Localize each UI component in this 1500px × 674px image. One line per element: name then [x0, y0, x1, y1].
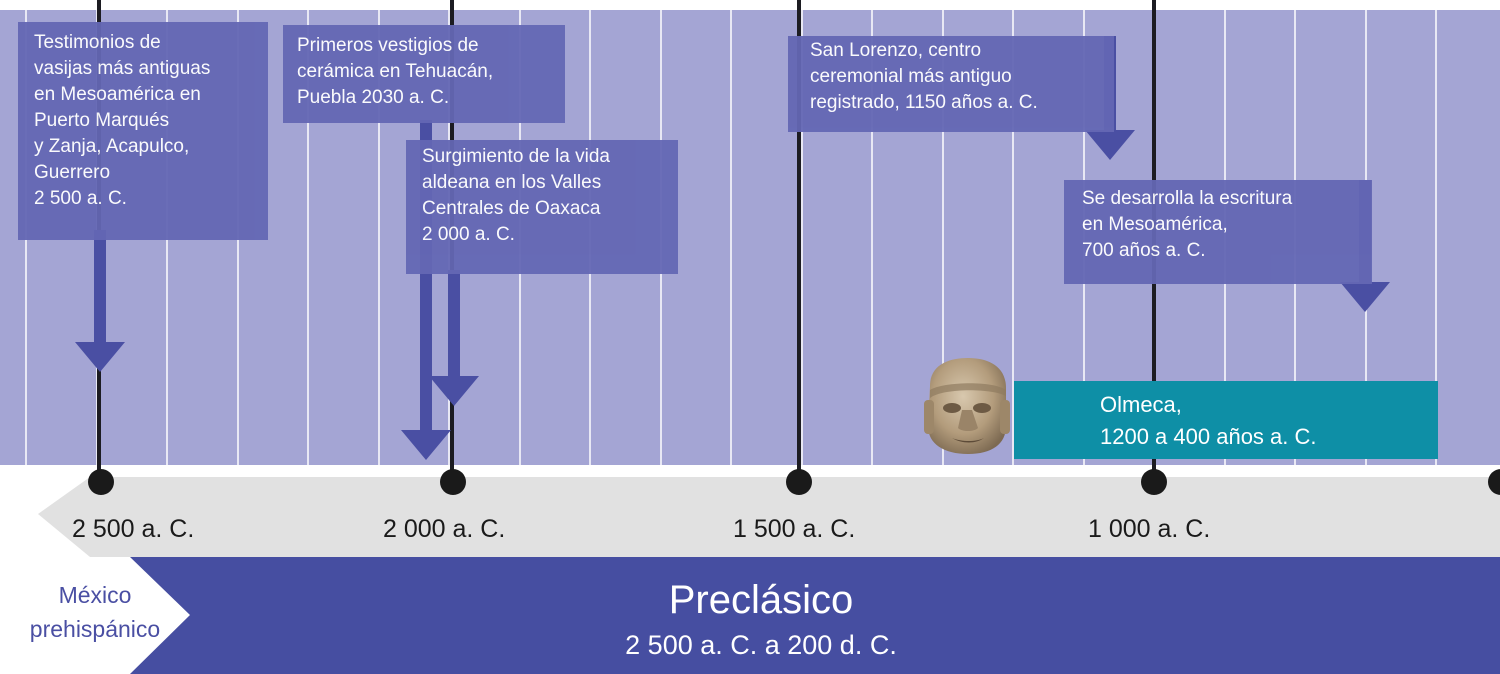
grid-line: [730, 10, 732, 465]
grid-line: [1012, 10, 1014, 465]
axis-dot-1500: [786, 469, 812, 495]
olmec-head-icon: [924, 358, 1010, 454]
arrow-head-tehuacan: [401, 430, 451, 460]
arrow-shaft-oaxaca: [448, 270, 460, 378]
arrow-shaft-puerto-marques: [94, 230, 106, 345]
arrow-head-san-lorenzo: [1085, 130, 1135, 160]
event-box-puerto-marques: Testimonios de vasijas más antiguas en M…: [18, 22, 268, 240]
axis-arrow: [38, 477, 1500, 557]
period-title: Preclásico: [668, 578, 854, 622]
axis-dot-2500: [88, 469, 114, 495]
tick-label-1000: 1 000 a. C.: [1088, 515, 1211, 543]
grid-line: [307, 10, 309, 465]
arrow-head-oaxaca: [429, 376, 479, 406]
event-text-oaxaca: Surgimiento de la vida aldeana en los Va…: [422, 146, 610, 245]
event-box-escritura: Se desarrolla la escritura en Mesoaméric…: [1064, 180, 1372, 284]
axis-dot-2000: [440, 469, 466, 495]
culture-name: Olmeca,: [1100, 392, 1182, 417]
event-box-oaxaca: Surgimiento de la vida aldeana en los Va…: [406, 140, 678, 274]
tick-label-2500: 2 500 a. C.: [72, 515, 195, 543]
event-text-escritura: Se desarrolla la escritura en Mesoaméric…: [1082, 188, 1293, 261]
grid-line: [801, 10, 803, 465]
grid-line: [378, 10, 380, 465]
region-label: México prehispánico: [29, 582, 161, 642]
arrow-head-escritura: [1340, 282, 1390, 312]
grid-line: [871, 10, 873, 465]
grid-line: [1435, 10, 1437, 465]
grid-line: [942, 10, 944, 465]
axis-dot-500: [1488, 469, 1500, 495]
culture-range: 1200 a 400 años a. C.: [1100, 424, 1317, 449]
event-box-san-lorenzo: San Lorenzo, centro ceremonial más antig…: [788, 36, 1114, 132]
tick-label-2000: 2 000 a. C.: [383, 515, 506, 543]
event-box-tehuacan: Primeros vestigios de cerámica en Tehuac…: [283, 25, 565, 123]
period-banner: [130, 557, 1500, 674]
era-line-1500: [797, 0, 801, 480]
event-text-puerto-marques: Testimonios de vasijas más antiguas en M…: [34, 32, 211, 209]
period-range: 2 500 a. C. a 200 d. C.: [625, 630, 897, 660]
tick-label-1500: 1 500 a. C.: [733, 515, 856, 543]
arrow-head-puerto-marques: [75, 342, 125, 372]
culture-box-olmeca: Olmeca, 1200 a 400 años a. C.: [1014, 381, 1438, 459]
event-text-tehuacan: Primeros vestigios de cerámica en Tehuac…: [297, 35, 494, 108]
event-text-san-lorenzo: San Lorenzo, centro ceremonial más antig…: [810, 40, 1038, 113]
axis-dot-1000: [1141, 469, 1167, 495]
